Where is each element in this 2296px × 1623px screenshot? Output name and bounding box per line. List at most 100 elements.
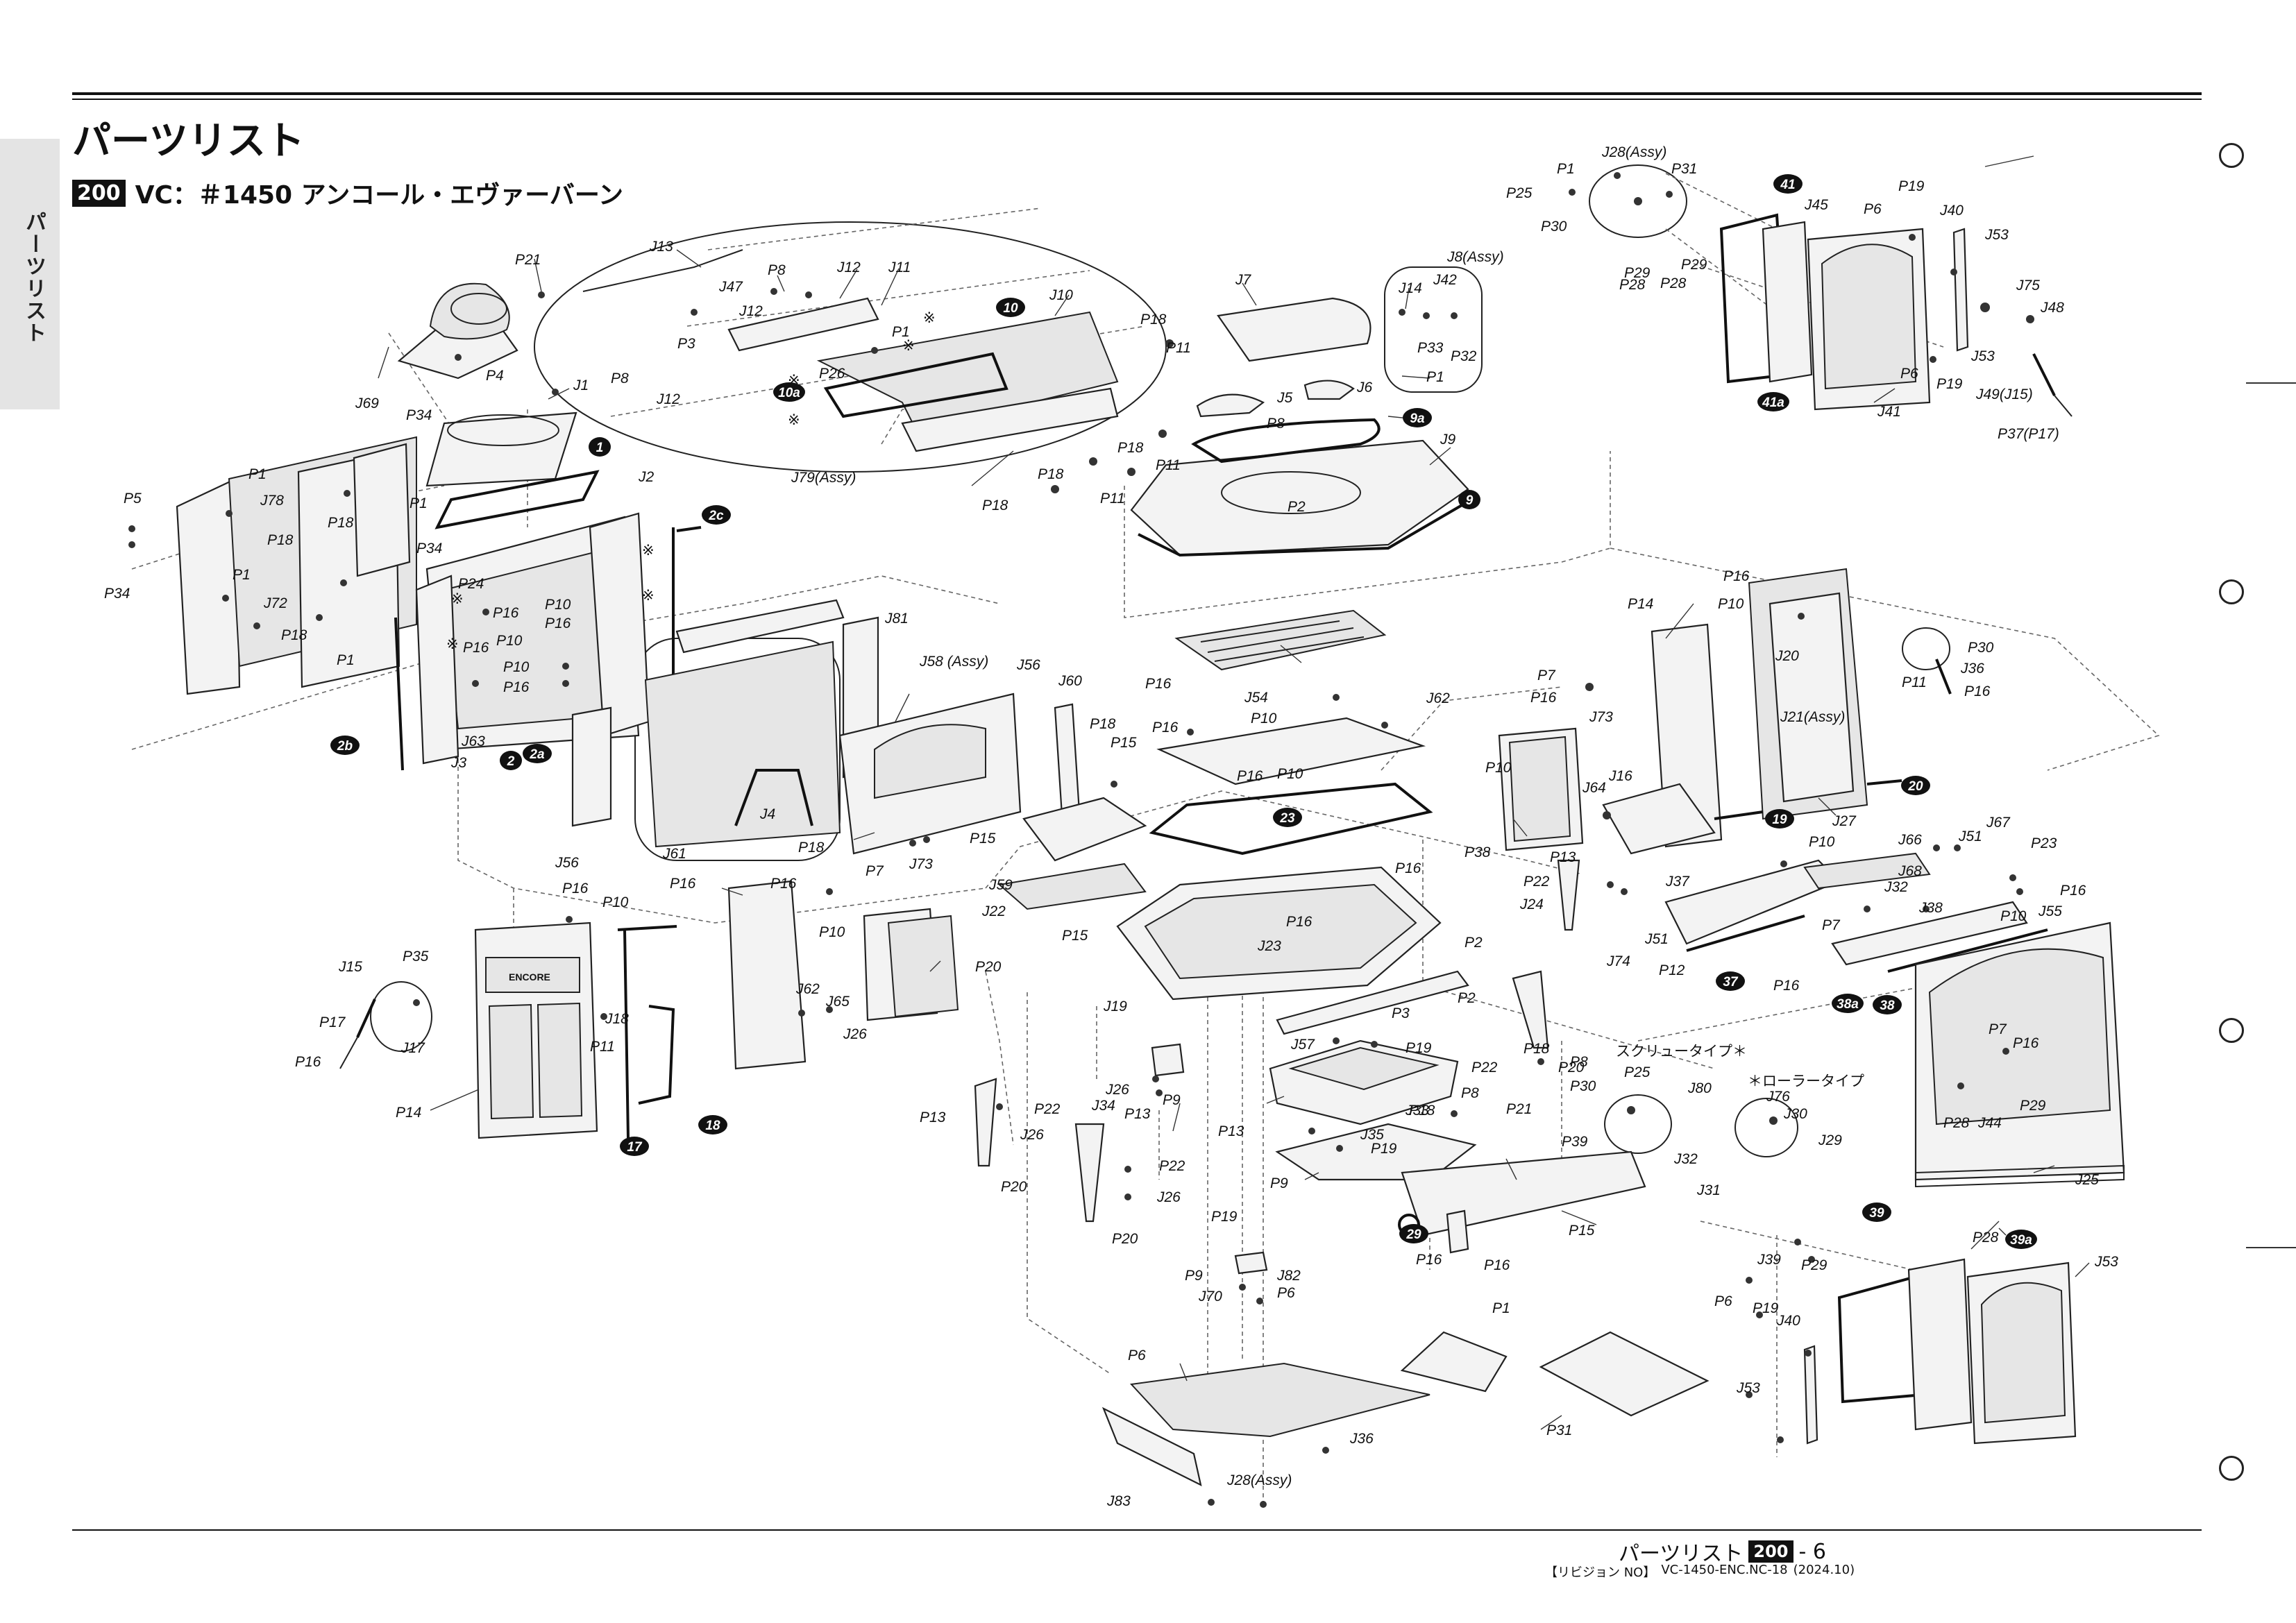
footer-title: パーツリスト 200 - 6: [1619, 1536, 1826, 1567]
callout-badge: 10: [996, 298, 1025, 317]
part-label: P16: [2013, 1035, 2039, 1051]
part-label: P8: [1267, 416, 1285, 432]
part-p37-rod: [2054, 395, 2073, 417]
part-label: J1: [573, 377, 589, 393]
callout-badge: 29: [1399, 1224, 1428, 1243]
gasket-1: [434, 470, 600, 529]
part-j23-base: [1116, 866, 1442, 1001]
j8-detail-box: [1384, 266, 1483, 393]
part-j15-spring: [356, 999, 376, 1038]
part-label: P13: [1218, 1123, 1244, 1139]
svg-text:2: 2: [507, 754, 515, 769]
part-label: P16: [1286, 914, 1312, 930]
part-label: P16: [545, 615, 571, 631]
footer-badge: 200: [1748, 1540, 1793, 1563]
part-j41-door-upper: [1719, 213, 1931, 411]
part-label: P4: [486, 368, 504, 384]
part-label: P3: [1392, 1005, 1410, 1021]
callout-badges: 10 10a 9a 9 41 41a 1 2c 2b 2 2a 23 19 20…: [330, 174, 2037, 1249]
part-label: J53: [2094, 1254, 2118, 1270]
part-label: P37(P17): [1998, 426, 2059, 442]
part-label: P10: [1277, 766, 1303, 782]
svg-text:1: 1: [596, 441, 604, 455]
part-label: P17: [319, 1014, 346, 1030]
part-label: P28: [1973, 1230, 1999, 1246]
part-label: J12: [656, 391, 680, 407]
part-label: P7: [1989, 1021, 2007, 1037]
svg-text:2c: 2c: [708, 509, 724, 523]
part-j64-firebrick: [1508, 736, 1571, 842]
part-label: P13: [1550, 849, 1576, 865]
part-label: J83: [1106, 1493, 1131, 1509]
callout-badge: 41a: [1757, 392, 1789, 411]
part-label: J42: [1433, 272, 1457, 288]
part-j24-rail: [1276, 970, 1469, 1035]
part-label: J27: [1832, 813, 1857, 829]
part-label: P11: [1166, 340, 1191, 356]
part-label: J41: [1877, 404, 1901, 420]
part-j60-air-box: [1022, 797, 1147, 862]
part-label: P9: [1270, 1175, 1288, 1191]
part-label: J12: [738, 303, 763, 319]
part-label: J36: [1349, 1431, 1374, 1447]
note-mark: ※: [923, 309, 936, 326]
part-j6-bracket: [1303, 380, 1355, 400]
part-j61-firebox-front: [838, 692, 1022, 855]
svg-text:9: 9: [1466, 493, 1474, 508]
part-label: J82: [1276, 1268, 1301, 1284]
part-label: P14: [1628, 596, 1653, 612]
part-label: P8: [1461, 1085, 1479, 1101]
part-label: J3: [450, 755, 467, 771]
svg-text:41a: 41a: [1762, 396, 1784, 410]
part-label: J76: [1766, 1089, 1790, 1105]
part-label: J67: [1986, 815, 2011, 831]
part-label: P18: [267, 532, 294, 548]
part-label: P16: [1152, 720, 1179, 736]
part-label: P28: [1660, 275, 1687, 291]
callout-badge: 23: [1273, 808, 1302, 827]
part-label: J39: [1757, 1252, 1781, 1268]
gasket-29-ring: [1398, 1214, 1420, 1236]
part-label: P9: [1163, 1092, 1181, 1108]
part-label: J57: [1290, 1037, 1315, 1053]
part-label: J69: [355, 396, 379, 411]
top-assembly-ellipse: [534, 221, 1167, 473]
header-rule-thick: [72, 92, 2202, 95]
callout-badge: 38a: [1832, 994, 1864, 1013]
part-j83-deflector: [1400, 1331, 1508, 1393]
callout-badge: 10a: [773, 382, 805, 402]
part-label: P16: [2060, 883, 2086, 899]
callout-badge: 2c: [702, 505, 731, 525]
part-label: J11: [888, 260, 911, 275]
binder-hole-icon: [2219, 1018, 2244, 1043]
part-label: J34: [1091, 1098, 1115, 1114]
part-label: P14: [396, 1105, 421, 1121]
callout-badge: 2: [500, 751, 522, 770]
callout-badge: 2b: [330, 736, 360, 755]
part-label: P30: [1541, 219, 1567, 235]
part-label: P10: [503, 659, 530, 675]
part-label: P10: [496, 633, 523, 649]
callout-badge: 41: [1773, 174, 1803, 194]
part-label: P20: [1001, 1179, 1027, 1195]
svg-text:29: 29: [1406, 1227, 1421, 1242]
part-label: J53: [1970, 348, 1995, 364]
part-label: J81: [884, 611, 909, 627]
revision-label: 【リビジョン NO】: [1545, 1565, 1656, 1580]
part-label: P19: [1211, 1209, 1238, 1225]
gasket-20: [1866, 779, 1902, 785]
part-label: J59: [988, 877, 1013, 893]
note-mark: ※: [642, 542, 655, 559]
part-label: J2: [638, 469, 655, 485]
part-label: J17: [400, 1040, 425, 1056]
part-label: J40: [1776, 1313, 1800, 1329]
note-mark: ※: [446, 636, 459, 652]
part-j81-rod: [734, 769, 813, 826]
svg-text:19: 19: [1772, 813, 1787, 827]
part-label: P19: [1406, 1040, 1432, 1056]
part-label: P38: [1464, 844, 1491, 860]
part-label: P9: [1185, 1268, 1203, 1284]
part-label: J78: [260, 493, 284, 509]
svg-text:10a: 10a: [778, 386, 800, 400]
